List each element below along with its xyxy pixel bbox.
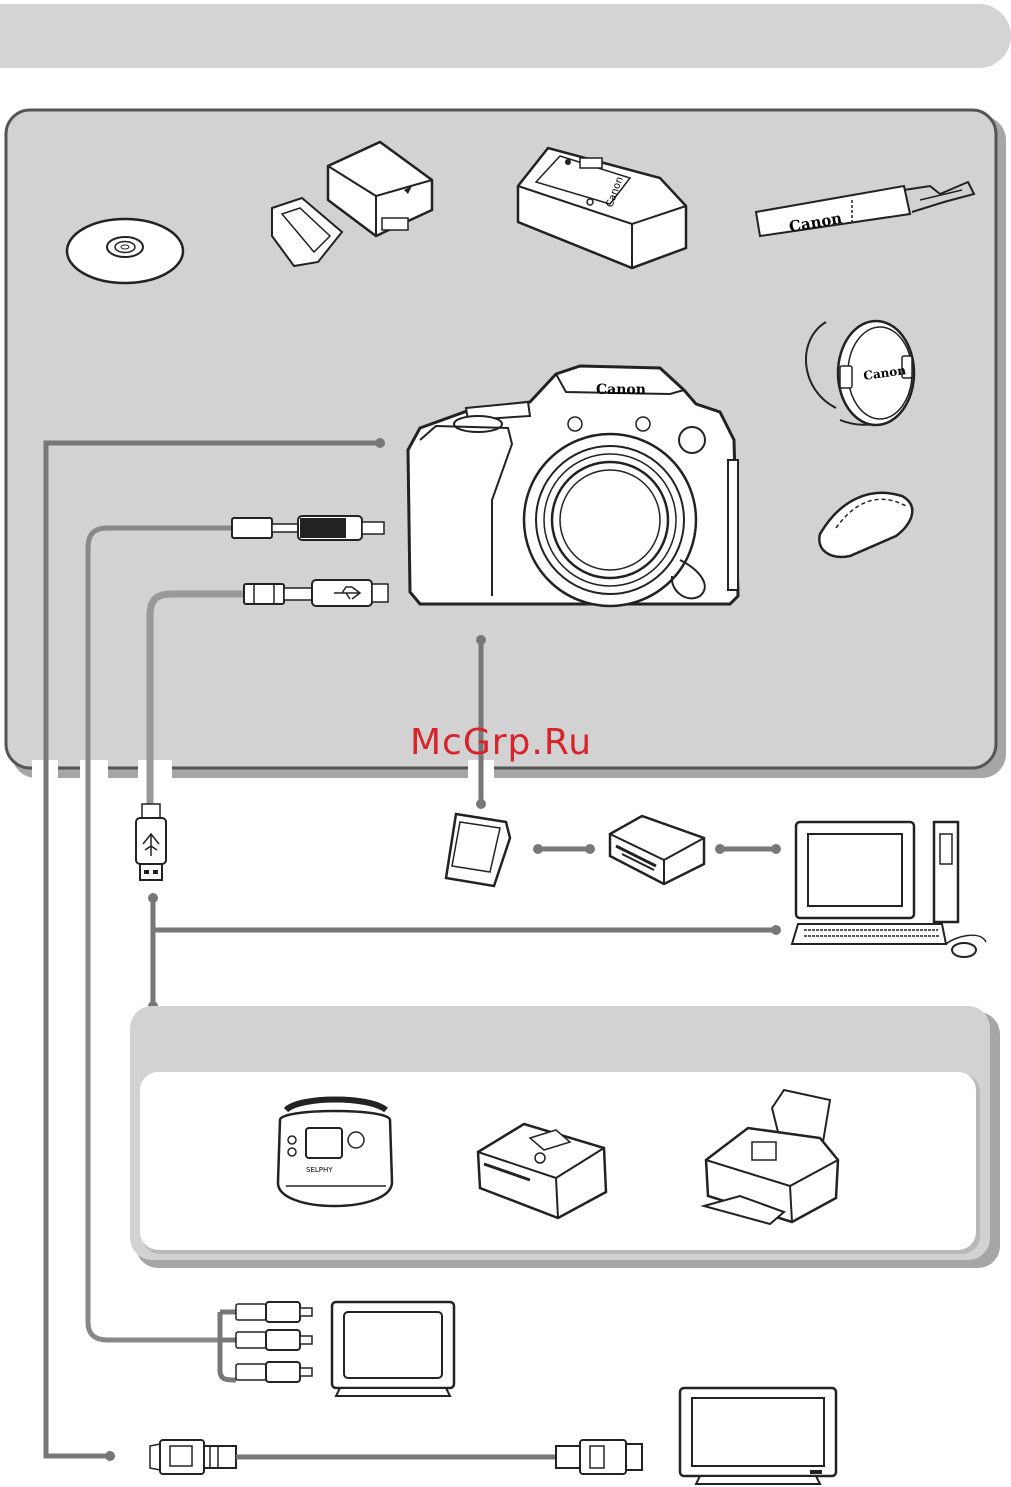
cd-rom-icon <box>67 219 183 283</box>
av-plugs-icon <box>220 1302 312 1382</box>
av-plug-audio-right <box>236 1362 312 1382</box>
watermark: McGrp.Ru <box>410 722 592 763</box>
tv-icon <box>332 1302 454 1396</box>
av-plug-video <box>236 1302 312 1322</box>
header-bar <box>0 4 1011 68</box>
hdmi-cable-icon <box>150 1440 642 1474</box>
computer-icon <box>792 822 986 957</box>
camera-brand: Canon <box>596 382 646 398</box>
card-reader-icon <box>610 816 704 884</box>
printer-selphy-cp-icon: SELPHY <box>278 1100 392 1207</box>
memory-card-icon <box>446 814 510 886</box>
usb-plug-icon <box>136 804 166 880</box>
usb-cable-icon <box>244 580 388 606</box>
av-cable-icon <box>232 516 384 540</box>
selphy-label: SELPHY <box>306 1166 333 1174</box>
hd-tv-icon <box>680 1388 836 1484</box>
av-plug-audio-left <box>236 1330 312 1350</box>
